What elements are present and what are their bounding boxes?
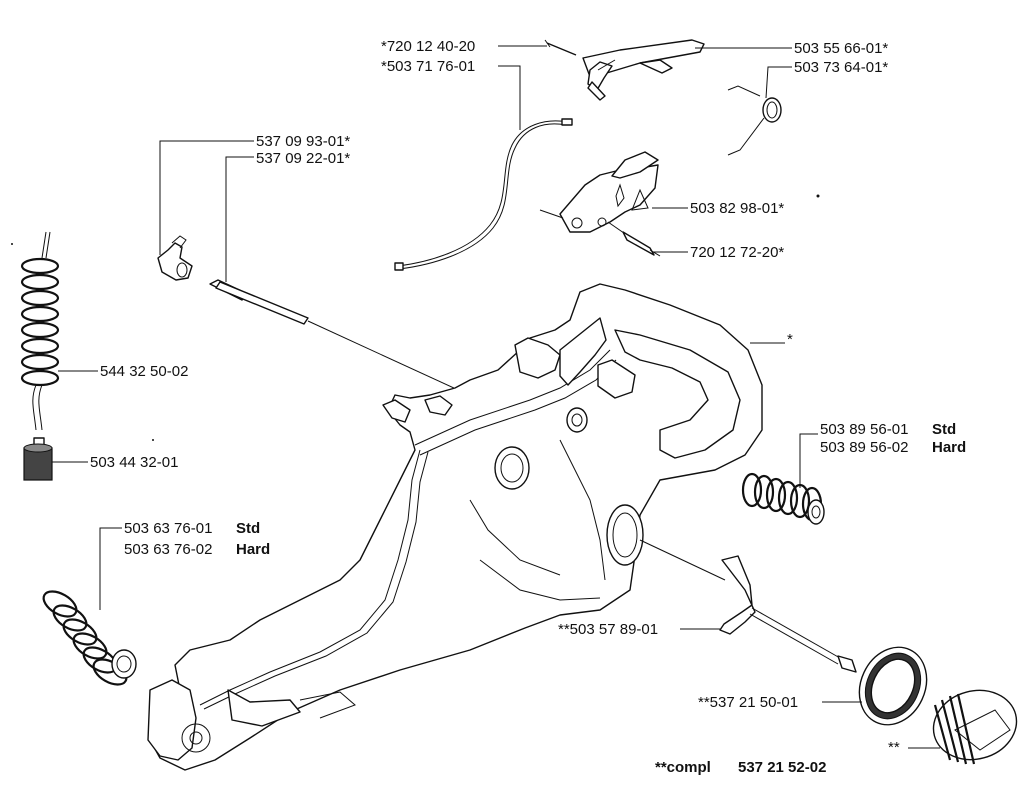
- label-handle-star: *: [787, 331, 793, 348]
- av-spring-right: [741, 472, 825, 525]
- fitting-537-09-93-01: [157, 235, 193, 281]
- cap-537-21-52-02: [932, 689, 1018, 765]
- pin-720-12-72-20: [622, 231, 661, 257]
- stray-dot: [152, 439, 154, 441]
- av-spring-left: [42, 590, 137, 686]
- label-av-503-63-76-01: 503 63 76-01: [124, 520, 212, 537]
- fuel-hose-544-32-50-02: [20, 231, 60, 431]
- label-cable-503-71-76-01: *503 71 76-01: [381, 58, 475, 75]
- stray-dot: [816, 194, 820, 198]
- rod-537-09-22-01: [209, 279, 481, 401]
- label-av-503-63-76-01-tag: Std: [236, 520, 260, 537]
- label-part-537-09-93-01: 537 09 93-01*: [256, 133, 350, 150]
- label-bolt-503-57-89-01: **503 57 89-01: [558, 621, 658, 638]
- label-spring-503-73-64-01: 503 73 64-01*: [794, 59, 888, 76]
- label-part-537-09-22-01: 537 09 22-01*: [256, 150, 350, 167]
- label-cap-star: **: [888, 739, 900, 756]
- seal-537-21-50-01: [858, 646, 928, 726]
- label-bracket-503-82-98-01: 503 82 98-01*: [690, 200, 784, 217]
- throttle-cable-503-71-76-01: [394, 118, 573, 271]
- label-pin-720-12-40-20: *720 12 40-20: [381, 38, 475, 55]
- label-av-503-89-56-01: 503 89 56-01: [820, 421, 908, 438]
- bolt-503-57-89-01: [639, 539, 857, 673]
- spring-503-73-64-01: [727, 85, 782, 156]
- label-hose-544-32-50-02: 544 32 50-02: [100, 363, 188, 380]
- throttle-lever: [582, 39, 705, 101]
- bracket-503-82-98-01: [539, 151, 659, 241]
- label-filter-503-44-32-01: 503 44 32-01: [90, 454, 178, 471]
- label-av-503-89-56-02-tag: Hard: [932, 439, 966, 456]
- rear-handle-tank-body: [147, 283, 763, 771]
- label-compl-number: 537 21 52-02: [738, 759, 826, 776]
- label-av-503-89-56-02: 503 89 56-02: [820, 439, 908, 456]
- pin-720-12-40-20: [544, 39, 577, 56]
- label-seal-537-21-50-01: **537 21 50-01: [698, 694, 798, 711]
- label-av-503-63-76-02-tag: Hard: [236, 541, 270, 558]
- fuel-filter-503-44-32-01: [23, 437, 53, 481]
- stray-dot: [11, 243, 13, 245]
- label-av-503-89-56-01-tag: Std: [932, 421, 956, 438]
- label-pin-720-12-72-20: 720 12 72-20*: [690, 244, 784, 261]
- label-compl-prefix: **compl: [655, 759, 711, 776]
- label-av-503-63-76-02: 503 63 76-02: [124, 541, 212, 558]
- label-lever-503-55-66-01: 503 55 66-01*: [794, 40, 888, 57]
- part-labels: *720 12 40-20 *503 71 76-01 503 55 66-01…: [90, 38, 966, 776]
- leader-lines: [52, 45, 940, 749]
